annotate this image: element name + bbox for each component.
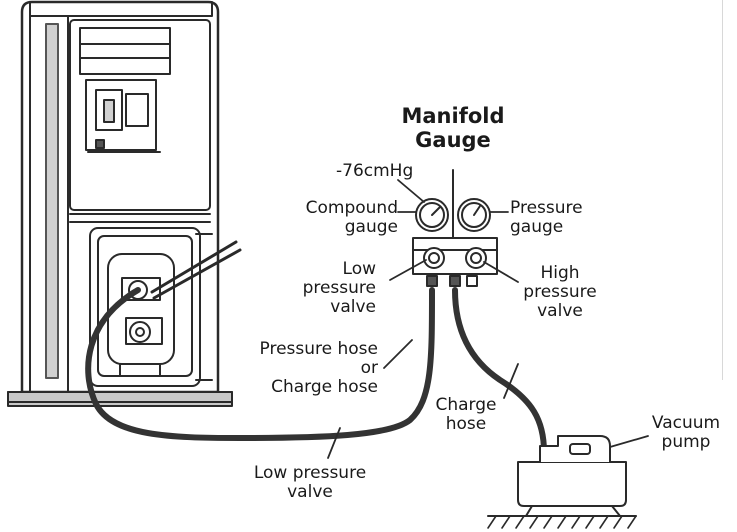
vacuum-line-1: Vacuum bbox=[651, 413, 721, 433]
vacuum-pump bbox=[487, 435, 637, 529]
diagram-title: Manifold Gauge bbox=[383, 104, 523, 152]
high-valve-line-1: High bbox=[540, 263, 580, 283]
title-line-1: Manifold bbox=[401, 104, 505, 128]
outdoor-unit bbox=[7, 0, 242, 407]
unit-valve-line-1: Low pressure bbox=[253, 463, 367, 483]
leader-lines bbox=[327, 179, 649, 459]
unit-valve-line-2: valve bbox=[287, 482, 333, 502]
charge-hose-line-2: hose bbox=[445, 414, 487, 434]
title-line-2: Gauge bbox=[415, 128, 491, 152]
compound-gauge-label: Compound gauge bbox=[270, 199, 398, 237]
pressure-line-2: gauge bbox=[510, 217, 564, 237]
pressure-gauge-label: Pressure gauge bbox=[510, 199, 583, 237]
low-pressure-valve-label: Low pressure valve bbox=[268, 260, 376, 317]
low-valve-line-2: pressure bbox=[302, 278, 376, 298]
high-valve-line-3: valve bbox=[537, 301, 583, 321]
low-valve-line-3: valve bbox=[330, 297, 376, 317]
pressure-hose-label: Pressure hose or Charge hose bbox=[200, 339, 379, 397]
high-pressure-valve-label: High pressure valve bbox=[508, 264, 612, 321]
high-valve-line-2: pressure bbox=[523, 282, 597, 302]
compound-line-1: Compound bbox=[305, 198, 398, 218]
manifold-gauge bbox=[412, 169, 498, 287]
low-valve-line-1: Low bbox=[342, 259, 376, 279]
vacuum-line-2: pump bbox=[661, 432, 711, 452]
pressure-hose-line-2: or bbox=[360, 358, 378, 378]
gauge-reading-label: -76cmHg bbox=[336, 161, 414, 181]
unit-low-pressure-valve-label: Low pressure valve bbox=[228, 464, 392, 502]
vacuum-pump-label: Vacuum pump bbox=[644, 414, 728, 452]
hoses bbox=[85, 287, 547, 455]
page-edge-rule bbox=[722, 0, 723, 380]
compound-line-2: gauge bbox=[344, 217, 398, 237]
charge-hose-line-1: Charge bbox=[435, 395, 497, 415]
pressure-hose-line-1: Pressure hose bbox=[259, 339, 379, 359]
pressure-line-1: Pressure bbox=[510, 198, 583, 218]
pressure-hose-line-3: Charge hose bbox=[271, 377, 378, 397]
charge-hose-label: Charge hose bbox=[426, 396, 506, 434]
